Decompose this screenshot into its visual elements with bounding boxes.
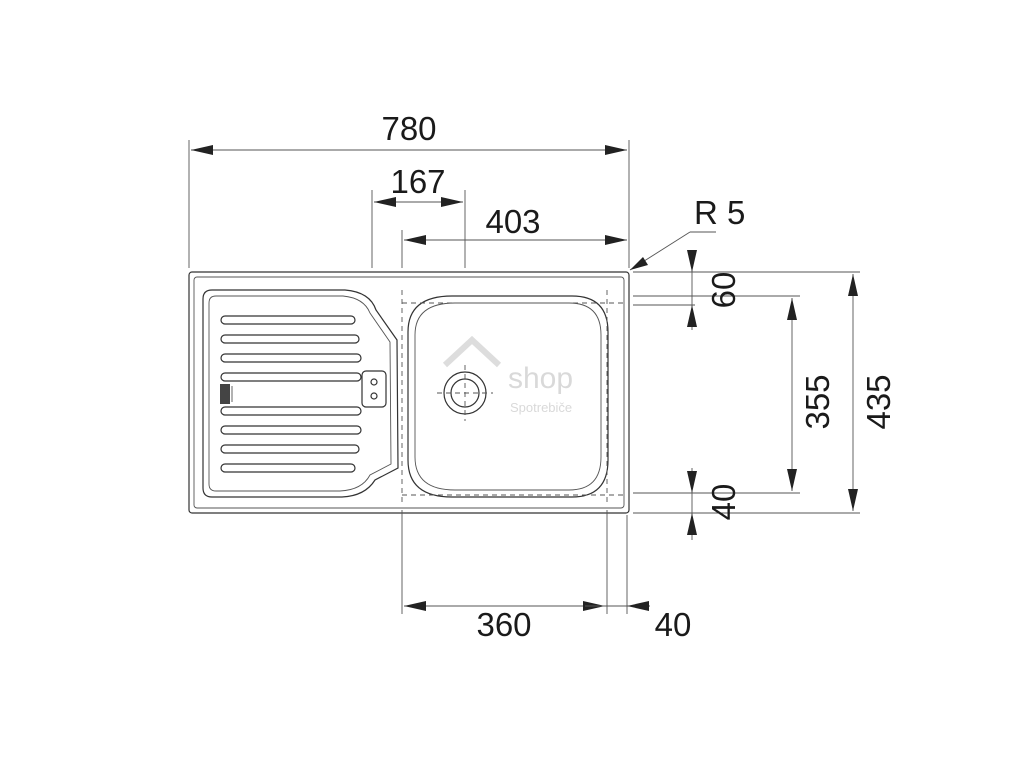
overflow-hole-icon (370, 378, 378, 386)
dimension-overall-depth: 435 (848, 274, 897, 511)
arrowhead (687, 471, 697, 493)
drainer-rib (220, 406, 362, 416)
dimension-label-435: 435 (860, 374, 897, 429)
watermark-line2: Spotrebiče (510, 400, 572, 415)
arrowhead (605, 145, 627, 155)
watermark-line1: shop (508, 362, 573, 395)
dimension-bowl-offset: 403 (401, 203, 627, 268)
arrowhead (441, 197, 463, 207)
dimension-label-40-horizontal: 40 (655, 606, 692, 643)
arrowhead (630, 257, 648, 270)
dimension-overall-width: 780 (188, 110, 630, 268)
arrowhead (787, 469, 797, 491)
dimension-drainer-offset: 167 (371, 163, 466, 268)
overflow-frame (361, 370, 387, 408)
arrowhead (404, 601, 426, 611)
dimension-label-403: 403 (485, 203, 540, 240)
dimension-right-extensions (633, 271, 860, 514)
arrowhead (687, 250, 697, 272)
drainer-ribs (220, 315, 362, 473)
watermark: shop Spotrebiče (442, 335, 573, 415)
arrowhead (627, 601, 649, 611)
drainer-rib (220, 334, 360, 344)
dimension-label-355: 355 (799, 374, 836, 429)
dimension-label-40-vertical: 40 (705, 484, 742, 521)
dimension-label-780: 780 (381, 110, 436, 147)
cutout-outline (401, 290, 624, 505)
arrowhead (848, 274, 858, 296)
drainer-outline (202, 289, 399, 498)
dimension-corner-radius: R 5 (629, 194, 745, 271)
drainer-rib (220, 463, 356, 473)
sink-outline (188, 271, 630, 514)
drainer-rib (220, 353, 362, 363)
bowl (407, 295, 609, 498)
drainer-rib (220, 315, 356, 325)
dimension-label-r5: R 5 (694, 194, 745, 231)
arrowhead (687, 305, 697, 327)
arrowhead (404, 235, 426, 245)
dimension-top-margin: 60 (687, 250, 742, 330)
dimension-bowl-width: 360 (401, 510, 608, 643)
dimension-bottom-margin: 40 (687, 468, 742, 540)
overflow-outlet (361, 370, 387, 408)
sink-outer-edge (188, 271, 630, 514)
arrowhead (605, 235, 627, 245)
drainer-rib (220, 425, 362, 435)
dimension-right-margin: 40 (585, 515, 691, 643)
drainer-rib (220, 372, 362, 382)
dimension-label-167: 167 (390, 163, 445, 200)
overflow-hole-icon (370, 392, 378, 400)
drainer-inner-outline (208, 295, 392, 492)
arrowhead (848, 489, 858, 511)
drainer-rib (220, 444, 360, 454)
drainer-board (202, 289, 399, 498)
brand-logo-mark (220, 384, 233, 404)
arrowhead (787, 298, 797, 320)
watermark-house-icon (442, 335, 502, 368)
bowl-inner-rim (414, 302, 602, 491)
arrowhead (191, 145, 213, 155)
bowl-outer-rim (407, 295, 609, 498)
dimension-bowl-depth: 355 (787, 298, 836, 491)
sink-inner-edge (193, 276, 625, 509)
arrowhead (374, 197, 396, 207)
dimension-label-60: 60 (705, 272, 742, 309)
dimension-label-360: 360 (476, 606, 531, 643)
brand-logo-block (220, 384, 230, 404)
arrowhead (687, 513, 697, 535)
